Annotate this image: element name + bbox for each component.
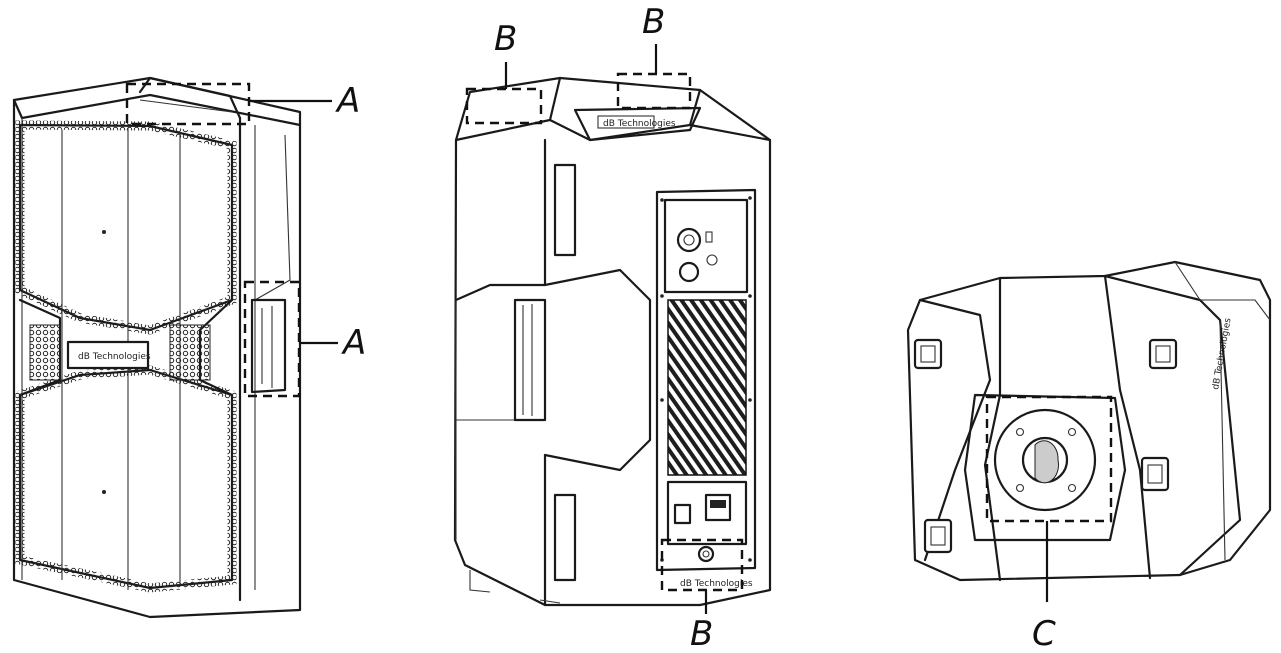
bottom-view-speaker: dB Technologies [906, 260, 1272, 602]
callout-label-a-top: A [335, 81, 360, 121]
front-view-speaker: dB Technologies [12, 76, 338, 619]
callout-box-b-top-right [616, 72, 692, 110]
rear-view-speaker: dB Technologies [453, 44, 772, 614]
front-brand-logo: dB Technologies [78, 352, 151, 362]
rear-handle-logo: dB Technologies [603, 119, 676, 129]
rear-base-logo: dB Technologies [680, 579, 753, 589]
callout-box-b-bottom [660, 538, 744, 592]
callout-label-a-side: A [341, 323, 366, 363]
callout-box-c [985, 395, 1113, 523]
callout-label-c: C [1032, 614, 1056, 653]
callout-box-a-top [125, 82, 251, 126]
callout-box-a-side [243, 280, 301, 398]
callout-label-b-top-left: B [494, 19, 517, 59]
callout-label-b-top-right: B [642, 2, 665, 42]
callout-box-b-top-left [465, 87, 543, 125]
callout-label-b-bottom: B [690, 614, 713, 653]
